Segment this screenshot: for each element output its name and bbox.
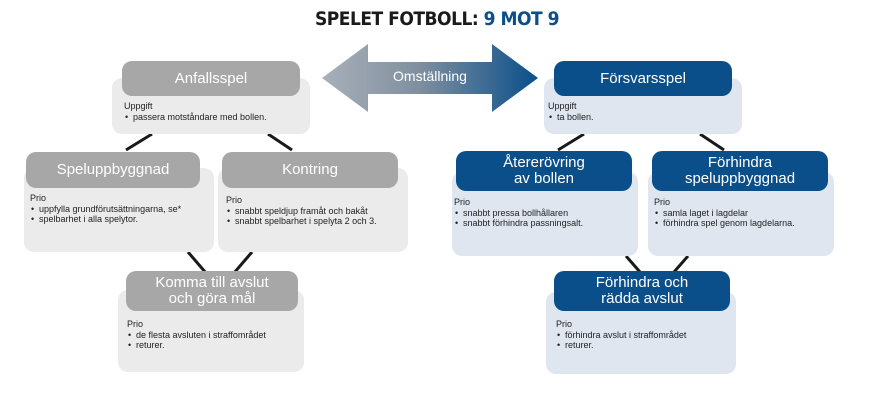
aterovring-heading: Återerövring av bollen — [456, 151, 632, 191]
anfallsspel-heading-line: Anfallsspel — [174, 69, 248, 87]
speluppbyggnad-item: spelbarhet i alla spelytor. — [30, 214, 210, 225]
transition-arrow — [322, 44, 538, 112]
speluppbyggnad-label: Prio — [30, 193, 47, 203]
speluppbyggnad-item: uppfylla grundförutsättningarna, se* — [30, 204, 210, 215]
radda-avslut-body: Prio förhindra avslut i straffområdet re… — [556, 319, 731, 351]
kontring-body: Prio snabbt speldjup framåt och bakåt sn… — [226, 195, 406, 227]
connector-anfallsspel-speluppbyggnad — [125, 132, 153, 152]
connector-anfallsspel-kontring — [267, 132, 293, 152]
radda-avslut-heading-line: Förhindra och — [595, 274, 689, 291]
forhindra-speluppbyggnad-item: samla laget i lagdelar — [654, 208, 832, 219]
connector-forsvarsspel-aterovring — [557, 132, 585, 152]
title-accent: 9 MOT 9 — [483, 8, 560, 30]
aterovring-body: Prio snabbt pressa bollhållaren snabbt f… — [454, 197, 634, 229]
radda-avslut-label: Prio — [556, 319, 573, 329]
avslut-heading-line: och göra mål — [168, 290, 256, 307]
forhindra-speluppbyggnad-heading-line: Förhindra — [707, 154, 773, 171]
anfallsspel-item: passera motståndare med bollen. — [124, 112, 304, 123]
kontring-item: snabbt spelbarhet i spelyta 2 och 3. — [226, 216, 406, 227]
forhindra-speluppbyggnad-heading: Förhindra speluppbyggnad — [652, 151, 828, 191]
kontring-heading: Kontring — [222, 152, 398, 188]
avslut-label: Prio — [127, 319, 144, 329]
speluppbyggnad-heading: Speluppbyggnad — [26, 152, 200, 188]
anfallsspel-heading: Anfallsspel — [122, 61, 300, 96]
radda-avslut-heading-line: rädda avslut — [601, 290, 683, 307]
forhindra-speluppbyggnad-heading-line: speluppbyggnad — [684, 170, 796, 187]
connector-forsvarsspel-forhindra — [699, 132, 725, 152]
aterovring-heading-line: av bollen — [513, 170, 575, 187]
connector-speluppbyggnad-avslut — [186, 251, 208, 274]
avslut-heading: Komma till avslut och göra mål — [126, 271, 298, 311]
avslut-body: Prio de flesta avsluten i straffområdet … — [127, 319, 302, 351]
avslut-item: de flesta avsluten i straffområdet — [127, 330, 302, 341]
aterovring-item: snabbt pressa bollhållaren — [454, 208, 634, 219]
forhindra-speluppbyggnad-item: förhindra spel genom lagdelarna. — [654, 218, 832, 229]
avslut-heading-line: Komma till avslut — [155, 274, 269, 291]
connector-forhindra-radda — [672, 255, 690, 273]
kontring-item: snabbt speldjup framåt och bakåt — [226, 206, 406, 217]
connector-aterovring-radda — [624, 255, 642, 273]
aterovring-item: snabbt förhindra passningsalt. — [454, 218, 634, 229]
speluppbyggnad-heading-line: Speluppbyggnad — [56, 161, 170, 178]
radda-avslut-item: förhindra avslut i straffområdet — [556, 330, 731, 341]
avslut-item: returer. — [127, 340, 302, 351]
title-main: SPELET FOTBOLL: — [314, 8, 479, 30]
anfallsspel-label: Uppgift — [124, 101, 153, 111]
kontring-label: Prio — [226, 195, 243, 205]
transition-label: Omställning — [393, 68, 467, 84]
forsvarsspel-item: ta bollen. — [548, 112, 733, 123]
forsvarsspel-heading-line: Försvarsspel — [600, 69, 686, 87]
anfallsspel-body: Uppgift passera motståndare med bollen. — [124, 101, 304, 122]
kontring-heading-line: Kontring — [282, 161, 338, 178]
page-title: SPELET FOTBOLL: 9 MOT 9 — [0, 8, 874, 30]
forsvarsspel-heading: Försvarsspel — [554, 61, 732, 96]
forsvarsspel-body: Uppgift ta bollen. — [548, 101, 733, 122]
forhindra-speluppbyggnad-body: Prio samla laget i lagdelar förhindra sp… — [654, 197, 832, 229]
forhindra-speluppbyggnad-label: Prio — [654, 197, 671, 207]
radda-avslut-heading: Förhindra och rädda avslut — [554, 271, 730, 311]
aterovring-label: Prio — [454, 197, 471, 207]
speluppbyggnad-body: Prio uppfylla grundförutsättningarna, se… — [30, 193, 210, 225]
connector-kontring-avslut — [232, 251, 254, 274]
forsvarsspel-label: Uppgift — [548, 101, 577, 111]
radda-avslut-item: returer. — [556, 340, 731, 351]
aterovring-heading-line: Återerövring — [503, 154, 585, 171]
